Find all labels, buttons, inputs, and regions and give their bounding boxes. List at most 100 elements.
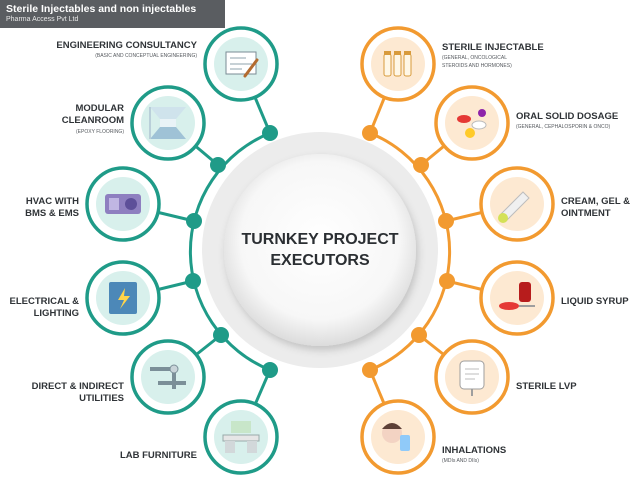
- node-direct-and-indirect-utilities: [213, 327, 229, 343]
- label-line: LAB FURNITURE: [119, 450, 197, 461]
- label-subtitle: (MDIs AND DIIs): [442, 458, 479, 465]
- pencil: [243, 58, 259, 78]
- pill-yellow: [465, 128, 475, 138]
- center-title-line1: TURNKEY PROJECT: [241, 231, 399, 248]
- label-line: STERILE INJECTABLE: [442, 42, 544, 53]
- label-line: MODULAR: [75, 103, 124, 114]
- bench-top: [222, 434, 260, 442]
- node-cream-gel-and-ointment: [438, 213, 454, 229]
- duct-panel: [109, 198, 119, 210]
- person-hair: [382, 423, 402, 429]
- node-hvac-with-bms-and-ems: [186, 213, 202, 229]
- pill-red: [457, 115, 471, 123]
- electrical-panel-icon: [96, 271, 150, 325]
- label-subtitle: (BASIC AND CONCEPTUAL ENGINEERING): [95, 53, 197, 60]
- hvac-duct-icon: [96, 177, 150, 231]
- pill-purple: [478, 109, 486, 117]
- ointment-blob: [498, 213, 508, 223]
- item-liquid-syrup: [479, 260, 555, 336]
- vial-cap: [384, 51, 391, 55]
- node-lab-furniture: [262, 362, 278, 378]
- lab-furniture-icon: [214, 410, 268, 464]
- syrup-bottle: [519, 282, 531, 302]
- label-line: ELECTRICAL &: [9, 296, 80, 307]
- vial: [403, 53, 412, 77]
- vials-icon: [371, 37, 425, 91]
- blueprint-sheet: [225, 51, 257, 75]
- hub-circle: [224, 154, 416, 346]
- corridor-ceiling: [150, 107, 186, 119]
- blueprint-lines: [230, 57, 252, 70]
- iv-bag-lines: [465, 368, 479, 380]
- item-engineering-consultancy: [203, 26, 279, 102]
- label-line: STERILE LVP: [516, 381, 577, 392]
- item-modular-cleanroom: [130, 85, 206, 161]
- wall-shelf: [231, 421, 251, 433]
- node-oral-solid-dosage: [413, 157, 429, 173]
- corridor-end: [160, 119, 176, 127]
- syrup-spoon: [499, 302, 519, 310]
- cleanroom-corridor-icon: [141, 96, 195, 150]
- label-cream-gel-and-ointment: CREAM, GEL &OINTMENT: [561, 196, 640, 221]
- label-line: LIQUID SYRUP: [561, 296, 629, 307]
- label-electrical-and-lighting: ELECTRICAL &LIGHTING: [0, 296, 80, 321]
- node-sterile-injectable: [362, 125, 378, 141]
- label-line: HVAC WITH: [25, 196, 79, 207]
- vial-cap: [394, 51, 401, 55]
- item-oral-solid-dosage: [434, 85, 510, 161]
- item-sterile-injectable: [360, 26, 436, 102]
- bench-cabinet: [225, 441, 235, 453]
- label-subtitle: STEROIDS AND HORMONES): [442, 62, 512, 69]
- node-modular-cleanroom: [210, 157, 226, 173]
- node-sterile-lvp: [411, 327, 427, 343]
- label-line: LIGHTING: [33, 308, 79, 320]
- right-arc: [369, 131, 452, 372]
- engineering-drawing-icon: [214, 37, 268, 91]
- item-electrical-and-lighting: [85, 260, 161, 336]
- label-engineering-consultancy: ENGINEERING CONSULTANCY (BASIC AND CONCEP…: [0, 40, 197, 60]
- label-subtitle: (GENERAL, ONCOLOGICAL: [442, 55, 508, 62]
- utilities-piping-icon-bg: [141, 350, 195, 404]
- company-name: Pharma Access Pvt Ltd: [6, 16, 79, 23]
- vial: [393, 53, 402, 77]
- vial-cap: [404, 51, 411, 55]
- node-engineering-consultancy: [262, 125, 278, 141]
- label-line: CLEANROOM: [61, 115, 124, 127]
- label-oral-solid-dosage: ORAL SOLID DOSAGE(GENERAL, CEPHALOSPORIN…: [516, 111, 640, 131]
- lightning-bolt: [118, 288, 130, 309]
- left-arc: [188, 131, 271, 372]
- pill-white: [471, 120, 487, 130]
- inhaler-device: [400, 435, 410, 451]
- label-lab-furniture: LAB FURNITURE: [0, 450, 197, 462]
- node-liquid-syrup: [439, 273, 455, 289]
- center-title-line2: EXECUTORS: [270, 251, 370, 269]
- item-hvac-with-bms-and-ems: [85, 166, 161, 242]
- duct-fan: [125, 198, 137, 210]
- node-electrical-and-lighting: [185, 273, 201, 289]
- page-title: Sterile Injectables and non injectables: [6, 3, 197, 15]
- item-sterile-lvp: [434, 339, 510, 415]
- label-subtitle: (EPOXY FLOORING): [76, 128, 124, 135]
- item-lab-furniture: [203, 399, 279, 475]
- label-line: OINTMENT: [561, 208, 611, 220]
- label-line: CREAM, GEL &: [561, 196, 630, 207]
- label-liquid-syrup: LIQUID SYRUP: [561, 296, 640, 308]
- corridor-floor: [150, 127, 186, 139]
- ointment-tube-icon: [490, 177, 544, 231]
- pills-icon-bg: [445, 96, 499, 150]
- label-line: ENGINEERING CONSULTANCY: [56, 40, 197, 51]
- syrup-spoon-icon-bg: [490, 271, 544, 325]
- utilities-piping-icon: [141, 350, 195, 404]
- syrup-spoon-icon: [490, 271, 544, 325]
- center-title: TURNKEY PROJECT EXECUTORS: [230, 230, 410, 272]
- item-inhalations: [360, 399, 436, 475]
- valve: [169, 364, 179, 374]
- inhaler-icon: [371, 410, 425, 464]
- label-line: ORAL SOLID DOSAGE: [516, 111, 619, 122]
- label-line: INHALATIONS: [442, 445, 507, 456]
